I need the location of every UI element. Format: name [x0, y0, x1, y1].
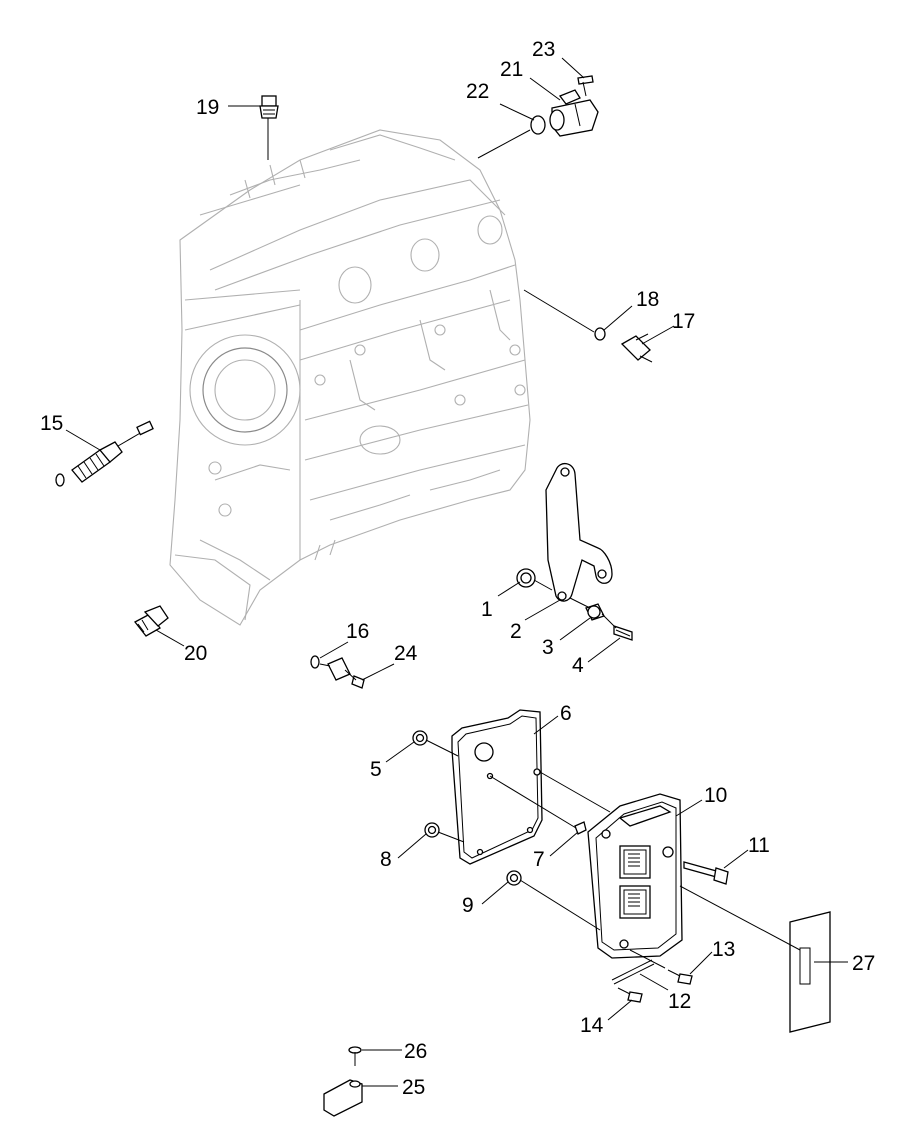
callout-12: 12	[668, 990, 691, 1013]
part-9-spacer	[506, 870, 522, 886]
callout-1: 1	[481, 598, 493, 621]
assembly-lines	[319, 579, 801, 969]
part-4-bolt	[613, 625, 633, 641]
part-19-sensor	[259, 95, 279, 160]
callout-labels: 1 2 3 4 5 6 7 8 9 10 11 12 13 14 15 16 1…	[40, 38, 875, 1099]
part-23-screw	[577, 75, 594, 97]
callout-15: 15	[40, 412, 63, 435]
part-15-sensor	[55, 420, 154, 487]
part-11-bolt	[683, 861, 729, 885]
callout-17: 17	[672, 310, 695, 333]
callout-26: 26	[404, 1040, 427, 1063]
callout-16: 16	[346, 620, 369, 643]
callout-18: 18	[636, 288, 659, 311]
part-2-bracket	[545, 463, 613, 602]
part-3-spacer	[585, 603, 605, 621]
part-7-screw	[574, 821, 587, 835]
callout-25: 25	[402, 1076, 425, 1099]
part-20-bolt	[134, 605, 169, 637]
part-8-spacer	[424, 822, 440, 838]
leader-lines	[65, 57, 848, 1087]
callout-5: 5	[370, 758, 382, 781]
part-25-connector	[323, 1079, 363, 1117]
part-22-o-ring	[530, 115, 546, 135]
part-21-sensor	[549, 89, 599, 137]
callout-19: 19	[196, 96, 219, 119]
callout-20: 20	[184, 642, 207, 665]
callout-6: 6	[560, 702, 572, 725]
part-26-screw	[348, 1046, 362, 1066]
part-6-plate	[451, 709, 543, 865]
callout-22: 22	[466, 80, 489, 103]
callout-24: 24	[394, 642, 418, 665]
part-27-label	[789, 911, 831, 1033]
callout-13: 13	[712, 938, 735, 961]
callout-2: 2	[510, 620, 522, 643]
part-10-control-module	[587, 793, 683, 959]
part-14-screw	[617, 987, 643, 1003]
part-5-spacer	[412, 730, 428, 746]
part-24-bolt	[327, 657, 365, 689]
callout-14: 14	[580, 1014, 604, 1037]
callout-9: 9	[462, 894, 474, 917]
part-13-screw	[667, 969, 693, 985]
callout-3: 3	[542, 636, 554, 659]
callout-7: 7	[533, 848, 545, 871]
callout-27: 27	[852, 952, 875, 975]
callout-10: 10	[704, 784, 727, 807]
part-12-pin	[611, 959, 655, 985]
engine-block	[169, 129, 531, 626]
part-18-o-ring	[594, 327, 606, 341]
part-1-spacer	[516, 568, 536, 588]
part-17-sensor	[620, 333, 653, 363]
callout-23: 23	[532, 38, 555, 61]
callout-11: 11	[748, 834, 770, 857]
callout-21: 21	[500, 58, 523, 81]
callout-4: 4	[572, 654, 584, 677]
callout-8: 8	[380, 848, 392, 871]
part-16-o-ring	[310, 655, 320, 669]
